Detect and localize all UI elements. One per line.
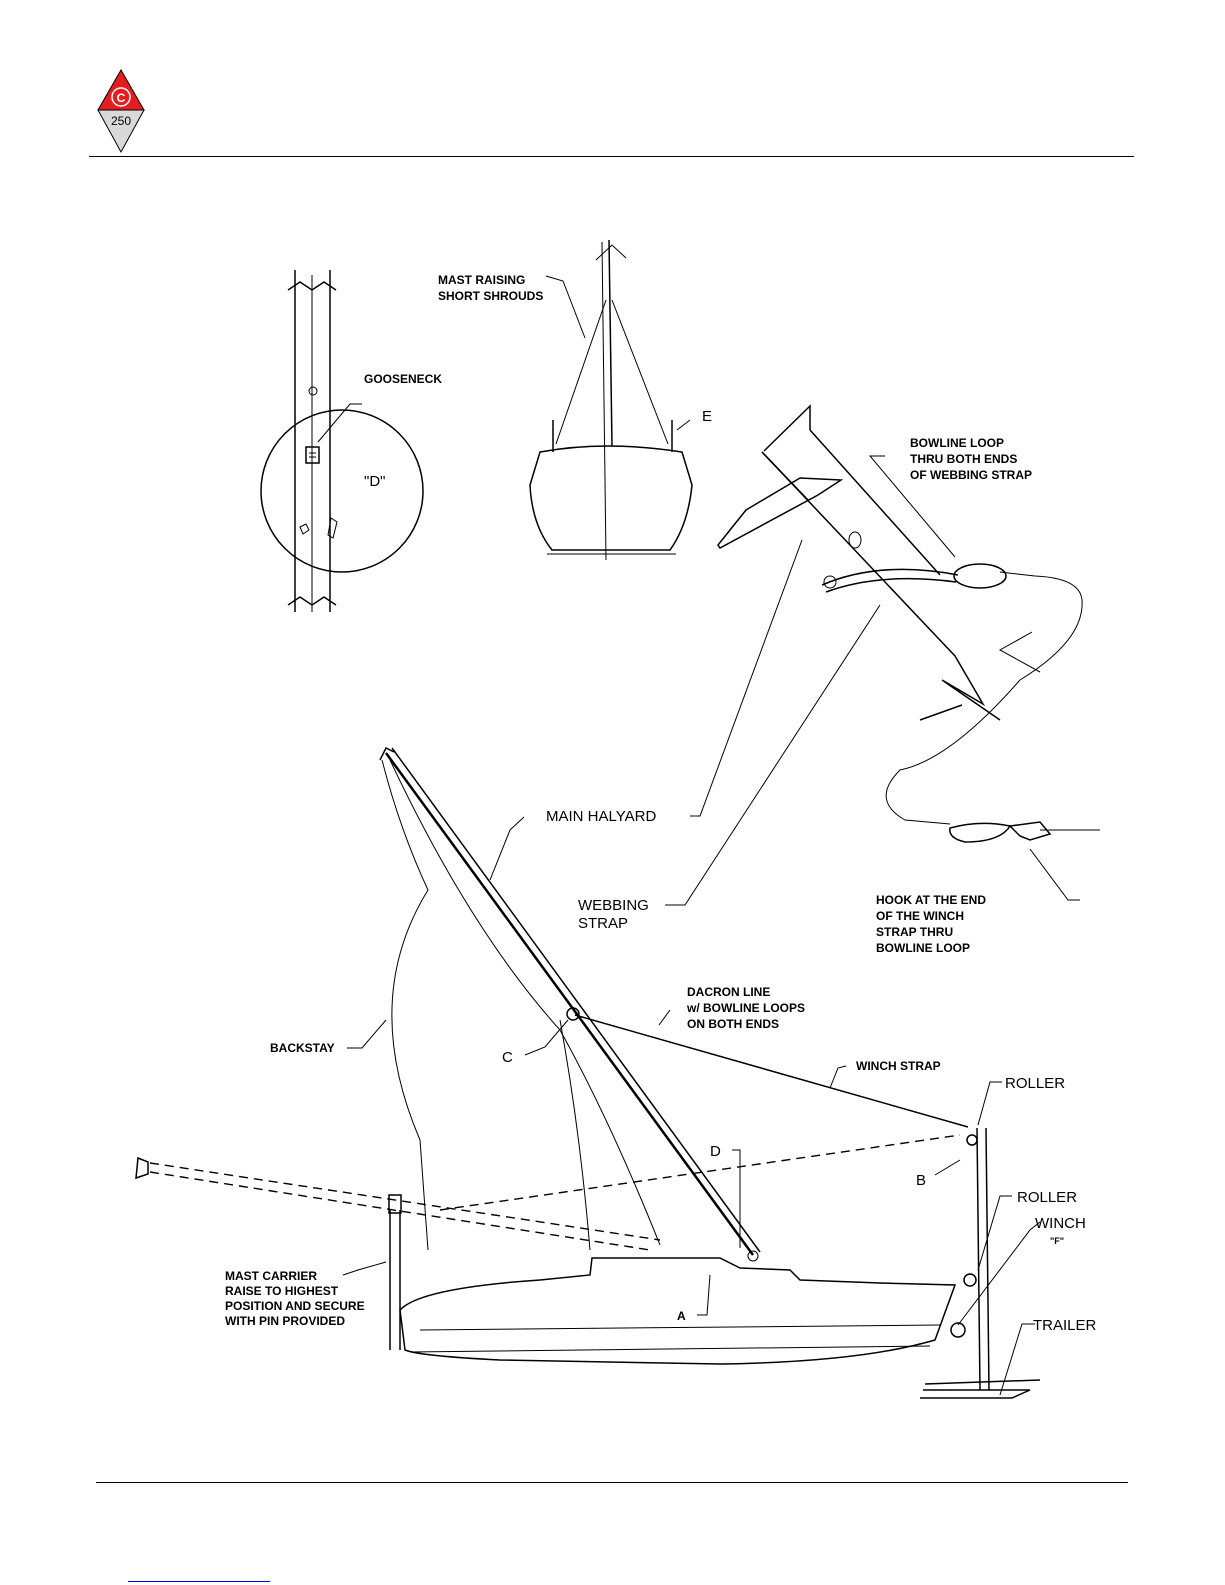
- hook-label-4: BOWLINE LOOP: [876, 941, 970, 955]
- mast-raising-label-1: MAST RAISING: [438, 273, 525, 287]
- gooseneck-label: GOOSENECK: [364, 372, 442, 386]
- trailer-label: TRAILER: [1033, 1317, 1097, 1334]
- logo-letter: C: [117, 91, 126, 105]
- hull-outline: [399, 1257, 957, 1365]
- sailboat-side-view: [135, 539, 1041, 1399]
- logo-number: 250: [111, 114, 131, 128]
- bowline-label-3: OF WEBBING STRAP: [910, 468, 1032, 482]
- detail-d-mast: [260, 270, 424, 612]
- roller-top-label: ROLLER: [1005, 1075, 1065, 1092]
- hook-label-1: HOOK AT THE END: [876, 893, 986, 907]
- dacron-label-1: DACRON LINE: [687, 985, 770, 999]
- bowline-detail: [717, 404, 1100, 901]
- gooseneck-fitting: [305, 446, 320, 464]
- main-halyard-label: MAIN HALYARD: [546, 808, 656, 825]
- logo-grey-triangle: [97, 109, 145, 154]
- hook-label-2: OF THE WINCH: [876, 909, 964, 923]
- e-label: E: [702, 408, 712, 425]
- footer-rule: [96, 1482, 1128, 1483]
- webbing-label-2: STRAP: [578, 915, 628, 932]
- mast-carrier-label-3: POSITION AND SECURE: [225, 1299, 365, 1313]
- f-label: "F": [1050, 1236, 1064, 1246]
- roller-bottom-label: ROLLER: [1017, 1189, 1077, 1206]
- hook-label-3: STRAP THRU: [876, 925, 953, 939]
- mast-raising-label-2: SHORT SHROUDS: [438, 289, 543, 303]
- d-label: D: [710, 1143, 721, 1160]
- page-header: C 250: [0, 0, 1225, 160]
- mast-carrier-label-2: RAISE TO HIGHEST: [225, 1284, 339, 1298]
- detail-d-label: "D": [364, 473, 385, 490]
- a-label: A: [677, 1309, 686, 1323]
- mast-carrier-label-4: WITH PIN PROVIDED: [225, 1314, 345, 1328]
- mast-carrier-label-1: MAST CARRIER: [225, 1269, 317, 1283]
- backstay-label: BACKSTAY: [270, 1041, 335, 1055]
- catalina-250-logo: C 250: [97, 68, 145, 154]
- c-label: C: [502, 1049, 513, 1066]
- dacron-label-2: w/ BOWLINE LOOPS: [686, 1001, 805, 1015]
- logo-circle: [111, 87, 131, 107]
- footer-link-underline: [128, 1581, 270, 1582]
- header-rule: [89, 156, 1134, 157]
- bowline-label-2: THRU BOTH ENDS: [910, 452, 1017, 466]
- dacron-label-3: ON BOTH ENDS: [687, 1017, 779, 1031]
- webbing-label-1: WEBBING: [578, 897, 649, 914]
- b-label: B: [916, 1172, 926, 1189]
- winch-strap-label: WINCH STRAP: [856, 1059, 941, 1073]
- winch-label: WINCH: [1035, 1215, 1086, 1232]
- hull-front-view: [529, 239, 693, 561]
- bowline-label-1: BOWLINE LOOP: [910, 436, 1004, 450]
- detail-d-circle: [260, 409, 424, 573]
